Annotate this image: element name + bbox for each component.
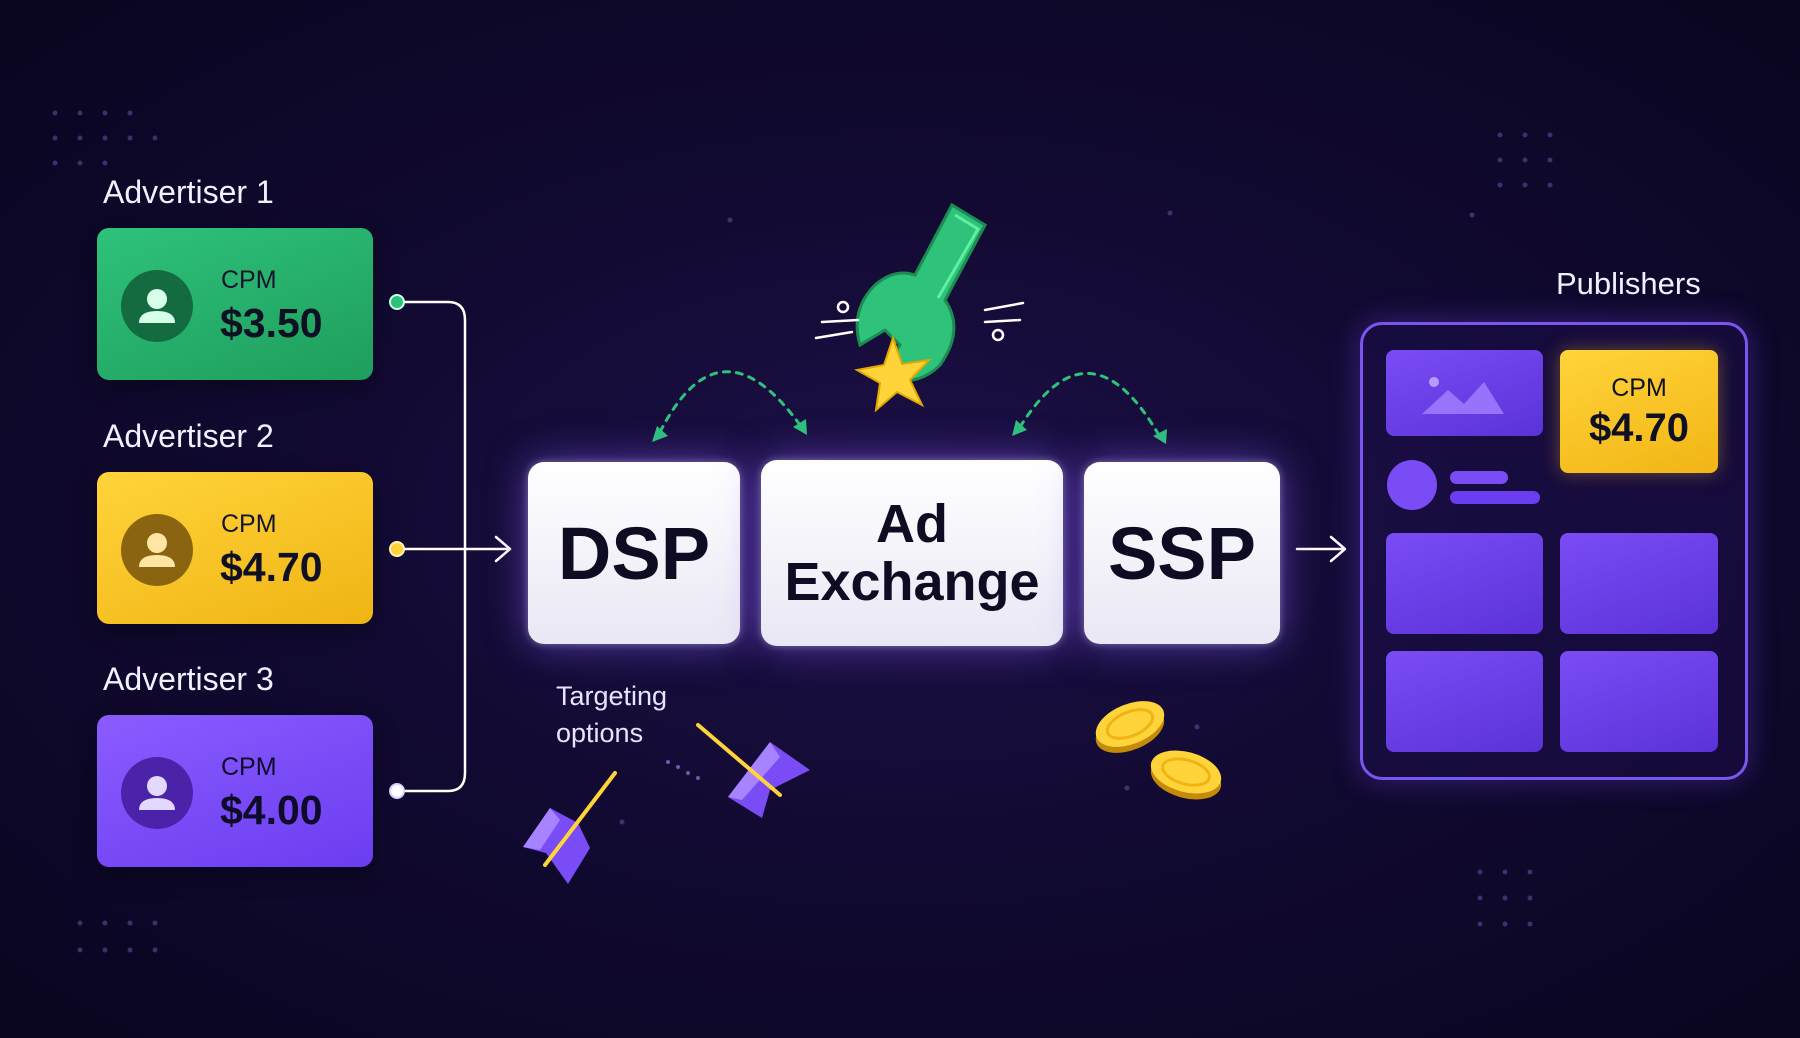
star-icon [854,334,932,413]
publisher-cpm-value: $4.70 [1588,406,1690,450]
wrench-icon [855,202,987,383]
advertiser-3-cpm-label: CPM [221,753,277,781]
advertiser-1-card[interactable]: CPM $3.50 [97,228,373,380]
dsp-label: DSP [557,511,711,595]
ad-exchange-label-line1: Ad [876,494,948,554]
ad-exchange-node[interactable]: Ad Exchange [761,460,1063,646]
publisher-cpm-label: CPM [1611,374,1667,402]
ad-exchange-label-line2: Exchange [784,552,1040,612]
advertiser-1-cpm-label: CPM [221,266,277,294]
coin-icon [1095,701,1165,753]
connector-dot-2 [389,541,405,557]
advertiser-2-label: Advertiser 2 [103,418,274,454]
advertiser-1-label: Advertiser 1 [103,174,274,210]
ssp-label: SSP [1107,511,1257,595]
advertiser-3-cpm-value: $4.00 [220,787,323,833]
dashed-arrowhead-3 [1012,420,1027,436]
arrow-dart-icon-2 [696,723,810,818]
advertiser-2-card[interactable]: CPM $4.70 [97,472,373,624]
profile-row [1387,460,1540,510]
dotted-trail [666,760,700,780]
dsp-node[interactable]: DSP [528,462,740,644]
advertiser-3-card[interactable]: CPM $4.00 [97,715,373,867]
content-tile-1 [1386,533,1543,634]
connector-advertiser-1 [395,300,467,793]
connector-dot-1 [389,294,405,310]
dashed-arrowhead-4 [1153,429,1167,444]
publisher-page[interactable]: CPM $4.70 [1360,322,1748,780]
dashed-arc-left [658,370,802,434]
spark-lines [814,300,1025,342]
dashed-arc-right [1018,372,1162,439]
ssp-node[interactable]: SSP [1084,462,1280,644]
dashed-arrowhead-1 [652,426,668,442]
advertiser-3-label: Advertiser 3 [103,661,274,697]
publishers-label: Publishers [1556,266,1701,301]
dashed-arrowhead-2 [793,419,807,435]
arrow-to-publishers [1295,535,1347,563]
advertiser-1-cpm-value: $3.50 [220,300,323,346]
coin-icon-2 [1150,750,1222,800]
content-tile-2 [1560,533,1718,634]
user-icon [121,514,193,586]
user-icon [121,757,193,829]
targeting-line2: options [556,718,644,748]
connector-dot-3 [389,783,405,799]
advertiser-2-cpm-value: $4.70 [220,544,323,590]
image-icon [1422,377,1504,414]
user-icon [121,270,193,342]
arrow-to-dsp [494,535,512,563]
publisher-cpm-card: CPM $4.70 [1560,350,1718,473]
ad-image-tile [1386,350,1543,436]
content-tile-3 [1386,651,1543,752]
targeting-line1: Targeting [556,681,668,711]
content-tile-4 [1560,651,1718,752]
arrow-dart-icon [523,771,617,884]
targeting-options-label: Targeting options [556,678,667,752]
advertiser-2-cpm-label: CPM [221,510,277,538]
